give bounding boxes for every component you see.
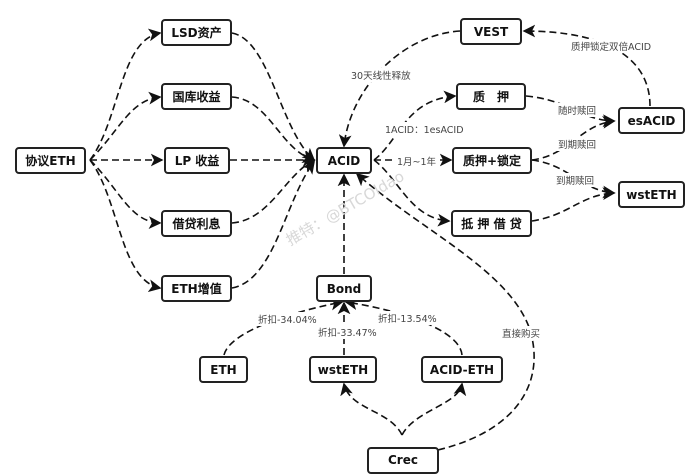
label-discount-wsteth: 折扣-33.47%: [317, 325, 378, 339]
edge-acid-to-loan: [373, 159, 451, 227]
label-double-acid: 质押锁定双倍ACID: [570, 39, 653, 53]
edge-bottom-to-acideth: [401, 382, 467, 436]
label-discount-eth: 折扣-34.04%: [257, 312, 318, 326]
node-lsd-assets: LSD资产: [161, 19, 232, 46]
edge-bottom-to-wsteth: [340, 382, 403, 436]
node-treasury-yield: 国库收益: [161, 83, 232, 110]
node-eth: ETH: [199, 356, 248, 383]
node-collateral-loan: 抵 押 借 贷: [451, 210, 532, 237]
node-protocol-eth: 协议ETH: [15, 147, 86, 174]
node-bond: Bond: [316, 275, 372, 302]
node-acid: ACID: [316, 147, 372, 174]
node-esacid: esACID: [618, 107, 685, 134]
node-wsteth-right: wstETH: [618, 181, 685, 208]
node-vest: VEST: [460, 18, 522, 45]
edge-acideth-to-bond: [344, 297, 463, 356]
label-redeem-expiry-1: 到期赎回: [557, 137, 598, 151]
edge-appreciation-to-acid: [231, 160, 315, 289]
node-stake-lock: 质押+锁定: [452, 147, 532, 174]
edge-lending-to-acid: [231, 159, 316, 224]
label-discount-acid-eth: 折扣-13.54%: [377, 311, 438, 325]
node-lp-yield: LP 收益: [164, 147, 230, 174]
edge-eth-to-appreciation: [89, 159, 162, 293]
node-lending-interest: 借贷利息: [161, 210, 232, 237]
node-wsteth-bottom: wstETH: [309, 356, 377, 383]
edge-lsd-to-acid: [231, 32, 316, 162]
edge-loan-to-wsteth: [531, 187, 616, 222]
label-direct-buy: 直接购买: [501, 326, 542, 340]
label-lock-period: 1月~1年: [396, 154, 438, 168]
edge-eth-to-lending: [89, 159, 162, 230]
label-redeem-expiry-2: 到期赎回: [555, 173, 596, 187]
node-acid-eth: ACID-ETH: [421, 356, 503, 383]
label-redeem-anytime: 随时赎回: [557, 103, 598, 117]
edge-esacid-to-vest: [522, 24, 651, 107]
node-eth-appreciation: ETH增值: [161, 275, 232, 302]
edge-eth-to-lsd: [89, 28, 162, 161]
edge-eth-to-treasury: [89, 91, 162, 161]
edge-treasury-to-acid: [231, 96, 316, 163]
node-bottom-partial: Crec: [367, 447, 439, 474]
label-linear-release: 30天线性释放: [350, 68, 412, 82]
label-ratio: 1ACID：1esACID: [384, 122, 465, 136]
edge-bottom-to-acid: [355, 172, 535, 451]
node-stake: 质 押: [456, 83, 526, 110]
